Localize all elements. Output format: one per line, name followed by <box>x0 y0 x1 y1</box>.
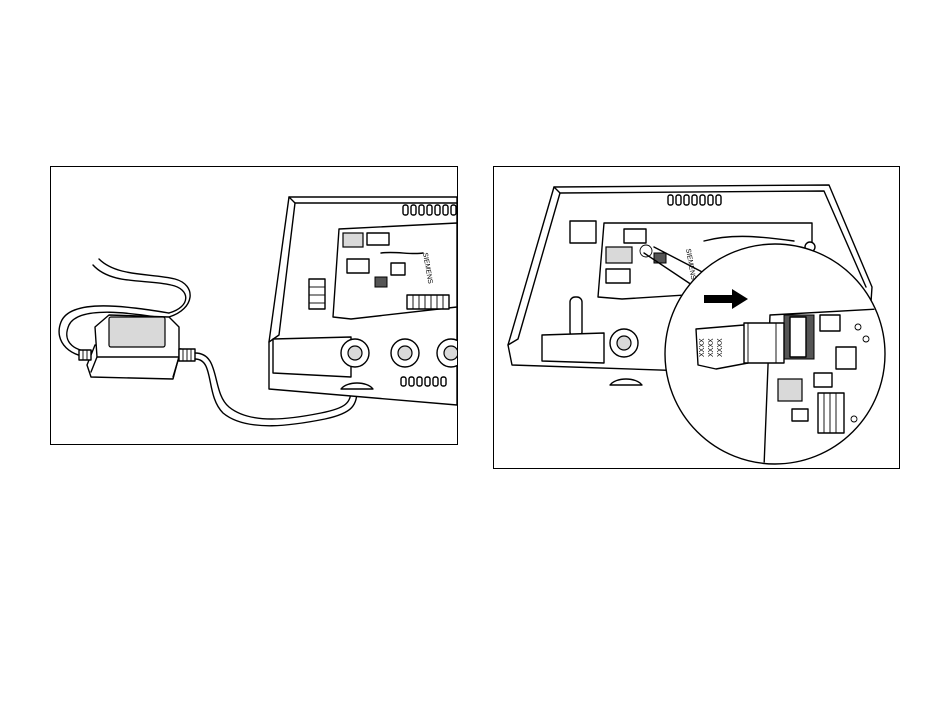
transformer <box>79 315 195 379</box>
vent-slots-top <box>403 205 456 215</box>
module-label-line-2: XXXX <box>708 338 715 357</box>
cable-glands <box>610 329 638 357</box>
figure-power-connection: SIEMENS <box>50 166 458 445</box>
housing: SIEMENS <box>269 197 457 405</box>
terminal-block <box>309 279 325 309</box>
module-insertion-drawing: SIEMENS <box>494 167 899 468</box>
power-connection-drawing: SIEMENS <box>51 167 457 444</box>
module-label-line-1: XXXX <box>699 338 706 357</box>
module-label-line-3: XXXX <box>717 338 724 357</box>
figure-module-insertion: SIEMENS <box>493 166 900 469</box>
vent-slots-top <box>668 195 721 205</box>
